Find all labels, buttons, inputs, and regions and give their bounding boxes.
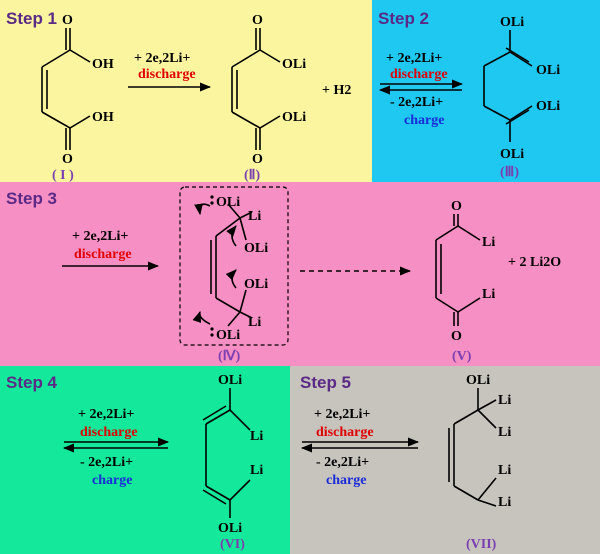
mol4-oli-4: OLi [216, 328, 240, 343]
panel-step5 [290, 366, 600, 554]
panel-step1 [0, 0, 372, 182]
mol7-li-2: Li [498, 425, 511, 440]
molecule-II [231, 28, 281, 150]
step2-reagent-rev: - 2e,2Li+ [390, 95, 443, 110]
panel-step2 [372, 0, 600, 182]
mol5-li-top: Li [482, 235, 495, 250]
molecule-VI [202, 388, 251, 518]
mol4-li-1: Li [248, 209, 261, 224]
step2-discharge: discharge [390, 67, 448, 82]
mol5-li-bot: Li [482, 287, 495, 302]
step1-discharge: discharge [138, 67, 196, 82]
mol3-oli-1: OLi [500, 15, 524, 30]
mol2-oli-top: OLi [282, 57, 306, 72]
step4-reagent-fwd: + 2e,2Li+ [78, 407, 134, 422]
molecule-I [41, 28, 91, 150]
mol1-label: ( I ) [52, 168, 74, 183]
step5-charge: charge [326, 473, 366, 488]
mol4-oli-3: OLi [244, 277, 268, 292]
mol4-li-2: Li [248, 315, 261, 330]
molecule-III [483, 30, 533, 142]
step4-reagent-rev: - 2e,2Li+ [80, 455, 133, 470]
panel-step4 [0, 366, 290, 554]
mol1-oh-bot: OH [92, 110, 114, 125]
intermediate-box [179, 186, 289, 346]
mol5-o-top: O [451, 199, 462, 214]
mol4-oli-1: OLi [216, 195, 240, 210]
mol5-label: (V) [452, 349, 472, 364]
step3-title: Step 3 [6, 189, 57, 208]
step5-title: Step 5 [300, 373, 351, 392]
step3-discharge: discharge [74, 247, 132, 262]
mol3-oli-3: OLi [536, 99, 560, 114]
step5-discharge: discharge [316, 425, 374, 440]
mol2-label: (Ⅱ) [244, 168, 261, 183]
mol1-o-bot: O [62, 152, 73, 167]
mol2-o-top: O [252, 13, 263, 28]
step1-title: Step 1 [6, 9, 57, 28]
panel-step3 [0, 182, 600, 366]
step2-charge: charge [404, 113, 444, 128]
mol2-o-bot: O [252, 152, 263, 167]
step5-reagent-fwd: + 2e,2Li+ [314, 407, 370, 422]
step3-byproduct: + 2 Li2O [508, 255, 561, 270]
mol6-li-bot: Li [250, 463, 263, 478]
mol6-oli-bot: OLi [218, 521, 242, 536]
step4-title: Step 4 [6, 373, 58, 392]
step1-byproduct: + H2 [322, 83, 351, 98]
mol1-o-top: O [62, 13, 73, 28]
mol7-label: (VII) [466, 537, 497, 552]
mol4-oli-2: OLi [244, 241, 268, 256]
mol1-oh-top: OH [92, 57, 114, 72]
step5-reagent-rev: - 2e,2Li+ [316, 455, 369, 470]
mol4-label: (Ⅳ) [218, 349, 241, 364]
mol6-oli-top: OLi [218, 373, 242, 388]
step2-title: Step 2 [378, 9, 429, 28]
mol3-label: (Ⅲ) [500, 165, 519, 180]
mol5-o-bot: O [451, 329, 462, 344]
molecule-IV [192, 203, 253, 327]
mol7-li-1: Li [498, 393, 511, 408]
molecule-VII [448, 388, 497, 507]
mol3-oli-4: OLi [500, 147, 524, 162]
mol2-oli-bot: OLi [282, 110, 306, 125]
mol7-li-3: Li [498, 463, 511, 478]
mol6-label: (VI) [220, 537, 245, 552]
step4-discharge: discharge [80, 425, 138, 440]
step2-reagent-fwd: + 2e,2Li+ [386, 51, 442, 66]
mol3-oli-2: OLi [536, 63, 560, 78]
step1-reagent: + 2e,2Li+ [134, 51, 190, 66]
mol6-li-top: Li [250, 429, 263, 444]
molecule-V [435, 214, 481, 326]
mol7-oli: OLi [466, 373, 490, 388]
mol7-li-4: Li [498, 495, 511, 510]
step4-charge: charge [92, 473, 132, 488]
step3-reagent: + 2e,2Li+ [72, 229, 128, 244]
